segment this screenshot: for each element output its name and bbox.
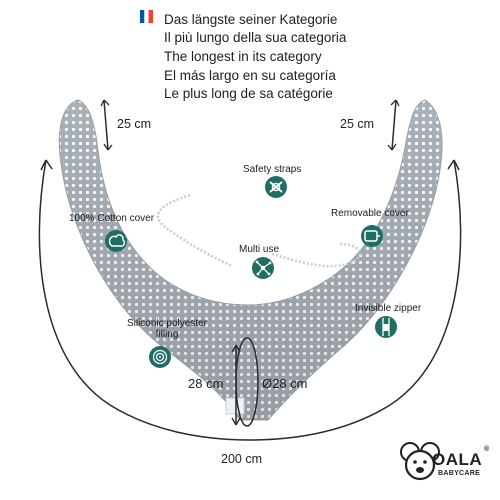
length-arrow [38, 159, 462, 441]
cotton-cover-icon [105, 230, 127, 252]
safety-straps-icon [265, 176, 287, 198]
filling-label: Siliconic polyester filling [126, 318, 208, 340]
es-flag-icon [140, 10, 153, 82]
lang-text-it: Il più lungo della sua categoria [164, 30, 347, 46]
invisible-zipper-icon [375, 316, 397, 338]
uk-flag-icon [140, 10, 153, 63]
safety-strap-right [271, 242, 362, 268]
length-dimension: 200 cm [221, 452, 262, 466]
lang-text-de: Das längste seiner Kategorie [164, 11, 338, 27]
diameter-ellipse [235, 337, 259, 427]
brand-registered: ® [484, 446, 490, 453]
safety-straps-label: Safety straps [243, 164, 302, 175]
diameter-dimension: Ø28 cm [262, 376, 308, 391]
lang-text-en: The longest in its category [164, 48, 322, 64]
invisible-zipper-label: Invisible zipper [355, 303, 422, 314]
language-list: Das längste seiner Kategorie Il più lung… [140, 10, 346, 103]
lang-text-fr: Le plus long de sa catégorie [164, 86, 333, 102]
right-end-dimension: 25 cm [340, 117, 375, 131]
multi-use-label: Multi use [239, 244, 280, 255]
cotton-cover-label: 100% Cotton cover [69, 213, 155, 224]
fr-flag-icon [140, 10, 153, 100]
width-dimension: 28 cm [188, 376, 224, 391]
removable-cover-label: Removable cover [331, 208, 409, 219]
filling-icon [149, 346, 171, 368]
lang-row-de: Das längste seiner Kategorie [140, 10, 346, 29]
lang-text-es: El más largo en su categoría [164, 67, 336, 83]
left-end-dimension: 25 cm [117, 117, 152, 131]
koala-logo-icon [400, 442, 440, 481]
safety-strap-left [156, 193, 233, 268]
lang-row-fr: Le plus long de sa catégorie [140, 10, 346, 103]
right-end-arrow [391, 99, 397, 151]
brand-sub: BABYCARE [438, 470, 481, 477]
brand-name: OALA [432, 450, 483, 469]
left-end-arrow [103, 99, 109, 151]
multi-use-icon [252, 257, 274, 279]
it-flag-icon [140, 10, 153, 44]
sewn-label [225, 397, 245, 415]
lang-row-it: Il più lungo della sua categoria [140, 10, 347, 48]
removable-cover-icon [361, 225, 383, 247]
lang-row-en: The longest in its category [140, 10, 346, 66]
lang-row-es: El más largo en su categoría [140, 10, 346, 85]
